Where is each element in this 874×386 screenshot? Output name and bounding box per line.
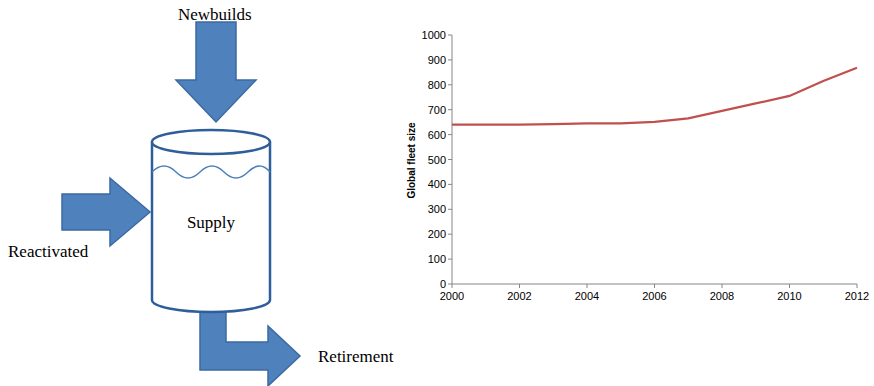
- flow-label: Reactivated: [8, 242, 88, 262]
- y-tick-label: 800: [428, 79, 446, 91]
- x-tick-label: 2008: [710, 290, 734, 302]
- y-tick-label: 500: [428, 154, 446, 166]
- x-tick-label: 2010: [777, 290, 801, 302]
- y-tick-label: 400: [428, 178, 446, 190]
- flow-label: Retirement: [318, 347, 394, 367]
- y-tick-label: 0: [440, 278, 446, 290]
- x-tick-label: 2004: [575, 290, 599, 302]
- x-tick-label: 2006: [642, 290, 666, 302]
- inflow-arrow: [176, 22, 256, 122]
- y-tick-label: 700: [428, 104, 446, 116]
- fleet-line: [452, 68, 857, 125]
- y-tick-label: 1000: [422, 29, 446, 41]
- y-tick-label: 300: [428, 203, 446, 215]
- x-tick-label: 2002: [507, 290, 531, 302]
- node-label: Supply: [187, 213, 235, 233]
- y-tick-label: 900: [428, 54, 446, 66]
- x-tick-label: 2012: [845, 290, 869, 302]
- supply-tank: Supply: [150, 128, 272, 314]
- inflow-arrow: [62, 178, 150, 246]
- x-tick-label: 2000: [440, 290, 464, 302]
- y-tick-label: 100: [428, 253, 446, 265]
- y-tick-label: 600: [428, 129, 446, 141]
- axis-title: Global fleet size: [405, 122, 416, 198]
- flow-label: Newbuilds: [178, 5, 252, 25]
- y-tick-label: 200: [428, 228, 446, 240]
